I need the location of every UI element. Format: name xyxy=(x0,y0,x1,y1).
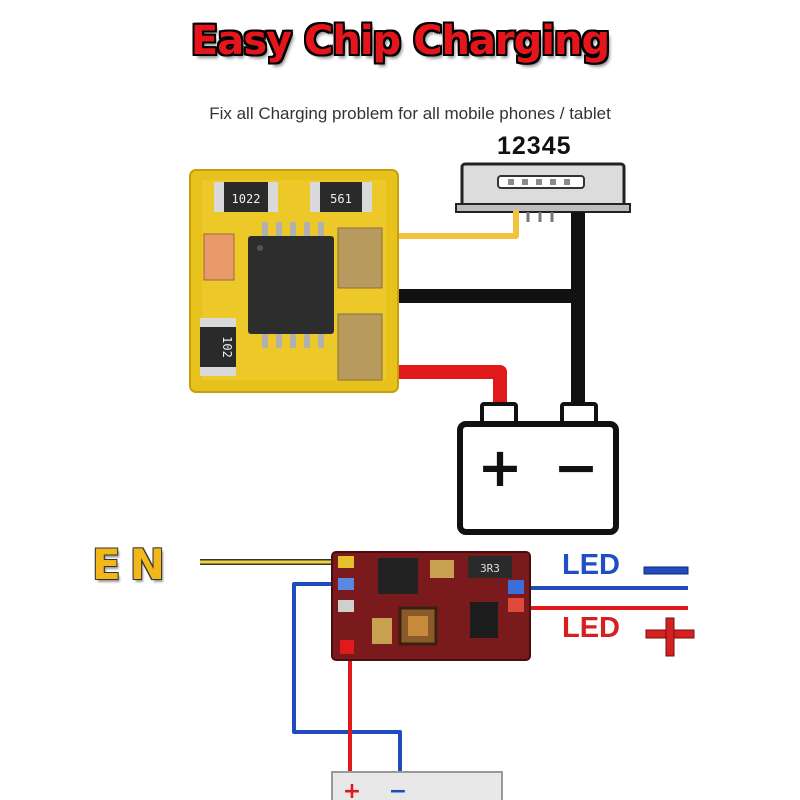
bottom-battery: + − xyxy=(331,771,503,800)
top-wires xyxy=(388,210,585,410)
resistor-1022-label: 1022 xyxy=(232,192,261,206)
resistor-561: 561 xyxy=(310,182,372,212)
resistor-561-label: 561 xyxy=(330,192,352,206)
bottom-driver-board: 3R3 xyxy=(331,551,531,661)
top-charging-board: 1022 561 102 xyxy=(189,169,399,393)
page-title: Easy Chip Charging xyxy=(190,18,610,64)
ic-chip xyxy=(248,222,334,348)
en-label: EN xyxy=(92,540,174,589)
top-battery: + − xyxy=(457,402,619,535)
bottom-ic-chip xyxy=(378,558,418,594)
led-plus-label: LED xyxy=(562,612,620,644)
page-subtitle: Fix all Charging problem for all mobile … xyxy=(209,104,611,123)
led-component xyxy=(203,233,235,281)
resistor-1022: 1022 xyxy=(214,182,278,212)
bottom-battery-plus: + xyxy=(343,779,361,800)
led-minus-symbol xyxy=(643,566,689,575)
capacitor-1 xyxy=(337,227,383,289)
bottom-battery-minus: − xyxy=(389,779,407,800)
usb-connector xyxy=(455,162,631,222)
resistor-102: 102 xyxy=(200,318,236,376)
resistor-102-label: 102 xyxy=(220,336,234,358)
top-battery-plus: + xyxy=(477,436,522,499)
led-minus-label: LED xyxy=(562,549,620,581)
capacitor-2 xyxy=(337,313,383,381)
bottom-wires xyxy=(200,559,688,782)
led-plus-symbol xyxy=(645,617,695,657)
connector-pin-numbers: 12345 xyxy=(497,132,572,160)
top-battery-minus: − xyxy=(553,436,598,499)
bottom-chip-code: 3R3 xyxy=(480,562,500,575)
